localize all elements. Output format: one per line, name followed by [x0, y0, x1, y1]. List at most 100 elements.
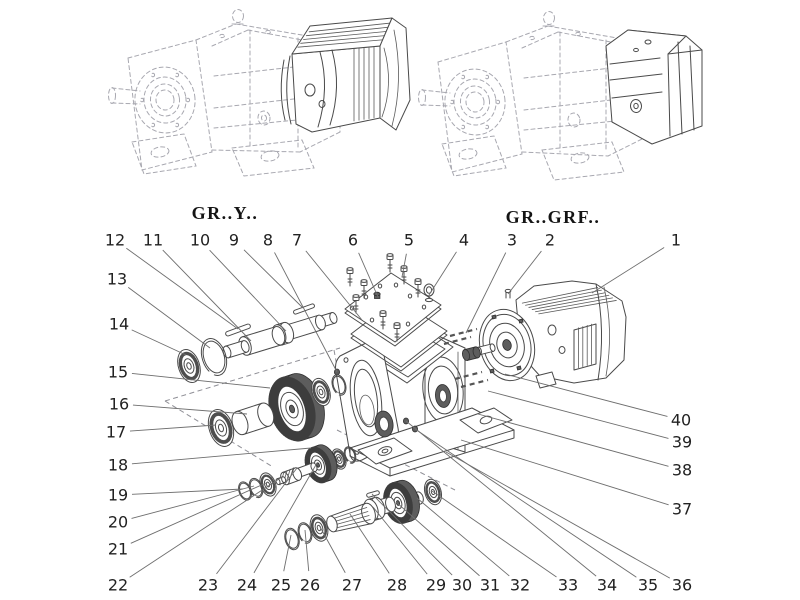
- bearing: [316, 385, 326, 399]
- output-shaft: [240, 340, 250, 353]
- snap-ring-gap: [207, 370, 215, 377]
- pad-hole: [381, 448, 389, 454]
- bearing: [186, 362, 192, 370]
- callout-number-2: 2: [545, 231, 555, 250]
- motor-rear-line: [603, 286, 610, 377]
- gearbox-bottom: [299, 131, 341, 153]
- motor-bell: [286, 55, 292, 125]
- callout-number-19: 19: [108, 486, 128, 505]
- output-shaft: [111, 102, 141, 105]
- motor-fins: [525, 289, 602, 306]
- bearing: [337, 456, 341, 462]
- motor-fin-block: [573, 323, 597, 371]
- cover-bolt-hole: [393, 282, 399, 288]
- cover-bolt-hole: [369, 317, 375, 323]
- cover-bolt-hole: [405, 321, 411, 327]
- base-pad: [459, 407, 513, 434]
- gearbox-circle: [465, 91, 485, 113]
- callout-leader-28: [349, 513, 390, 574]
- callout-number-22: 22: [108, 576, 128, 595]
- alignment-plane: [164, 347, 341, 402]
- cover-top-edge: [667, 49, 703, 55]
- gearbox-rib: [213, 61, 339, 77]
- cover-top: [605, 29, 687, 55]
- output-shaft: [108, 87, 116, 104]
- spacer-bushing: [257, 402, 275, 427]
- snap-ring: [331, 374, 347, 396]
- callout-leader-8: [274, 252, 338, 373]
- cover-rib: [609, 73, 663, 81]
- callout-leader-31: [395, 501, 480, 577]
- callout-number-39: 39: [672, 433, 692, 452]
- motor-rear-line: [595, 283, 603, 381]
- seal-ring: [238, 481, 252, 501]
- motor-band: [329, 49, 338, 126]
- front-bore: [353, 368, 379, 428]
- cover-bolt: [352, 294, 360, 298]
- top-bolt: [219, 33, 225, 39]
- callout-number-12: 12: [105, 231, 125, 250]
- callout-number-18: 18: [108, 456, 128, 475]
- callout-leader-32: [416, 497, 510, 577]
- callout-number-3: 3: [507, 231, 517, 250]
- snap-ring: [344, 447, 356, 463]
- callout-number-26: 26: [300, 576, 320, 595]
- motor-fins: [528, 292, 606, 308]
- bolt-dot: [174, 122, 180, 128]
- output-shaft: [271, 326, 286, 346]
- bearing: [183, 358, 195, 374]
- output-gear: [268, 376, 316, 442]
- motor-fins: [521, 287, 599, 304]
- cover-bolt: [644, 39, 652, 45]
- foot-hole: [150, 146, 170, 158]
- cover-bolt: [414, 278, 422, 282]
- motor-fins: [300, 35, 385, 44]
- gearbox-circle: [134, 66, 196, 134]
- callout-leader-15: [131, 373, 271, 389]
- cover-bolt: [633, 47, 639, 53]
- foot: [231, 139, 315, 177]
- top-bolt: [575, 31, 581, 37]
- bearing: [214, 419, 228, 437]
- callout-number-36: 36: [672, 576, 692, 595]
- callout-leader-24: [253, 462, 318, 574]
- spline-groove: [331, 511, 369, 523]
- snap-ring-gap: [252, 494, 257, 499]
- output-gear: [288, 404, 296, 414]
- callout-number-4: 4: [459, 231, 469, 250]
- callout-leader-26: [304, 529, 310, 572]
- callout-number-32: 32: [510, 576, 530, 595]
- front-bore-seat: [359, 394, 375, 426]
- bolt-dot: [495, 99, 501, 105]
- lower-bore: [378, 416, 390, 432]
- callout-leader-5: [401, 253, 407, 278]
- output-shaft: [111, 87, 141, 92]
- callout-leader-38: [477, 413, 669, 467]
- snap-ring: [298, 523, 312, 543]
- bolt-axis: [454, 370, 483, 381]
- gearbox-bottom: [521, 151, 609, 157]
- cover-rib: [689, 45, 695, 131]
- input-shaft: [385, 496, 396, 513]
- gearbox-circle: [444, 68, 506, 136]
- callout-number-13: 13: [107, 270, 127, 289]
- bolt-dot: [185, 97, 191, 103]
- snap-ring: [332, 375, 346, 395]
- callout-leader-27: [318, 524, 346, 573]
- plug: [260, 114, 268, 122]
- callout-leader-18: [131, 447, 312, 465]
- pinion-knurl: [285, 468, 291, 483]
- gearbox-top: [195, 23, 237, 41]
- bearing: [312, 380, 330, 404]
- bearing: [217, 423, 225, 433]
- callout-number-38: 38: [672, 461, 692, 480]
- snap-ring-gap: [346, 460, 351, 465]
- cover-rib: [677, 41, 683, 135]
- bolt-dot: [484, 74, 490, 80]
- bolt-dot: [449, 99, 455, 105]
- callout-leader-23: [216, 467, 298, 575]
- seal-ring: [284, 527, 300, 551]
- output-gear: [280, 391, 304, 427]
- cover-rib: [611, 91, 663, 99]
